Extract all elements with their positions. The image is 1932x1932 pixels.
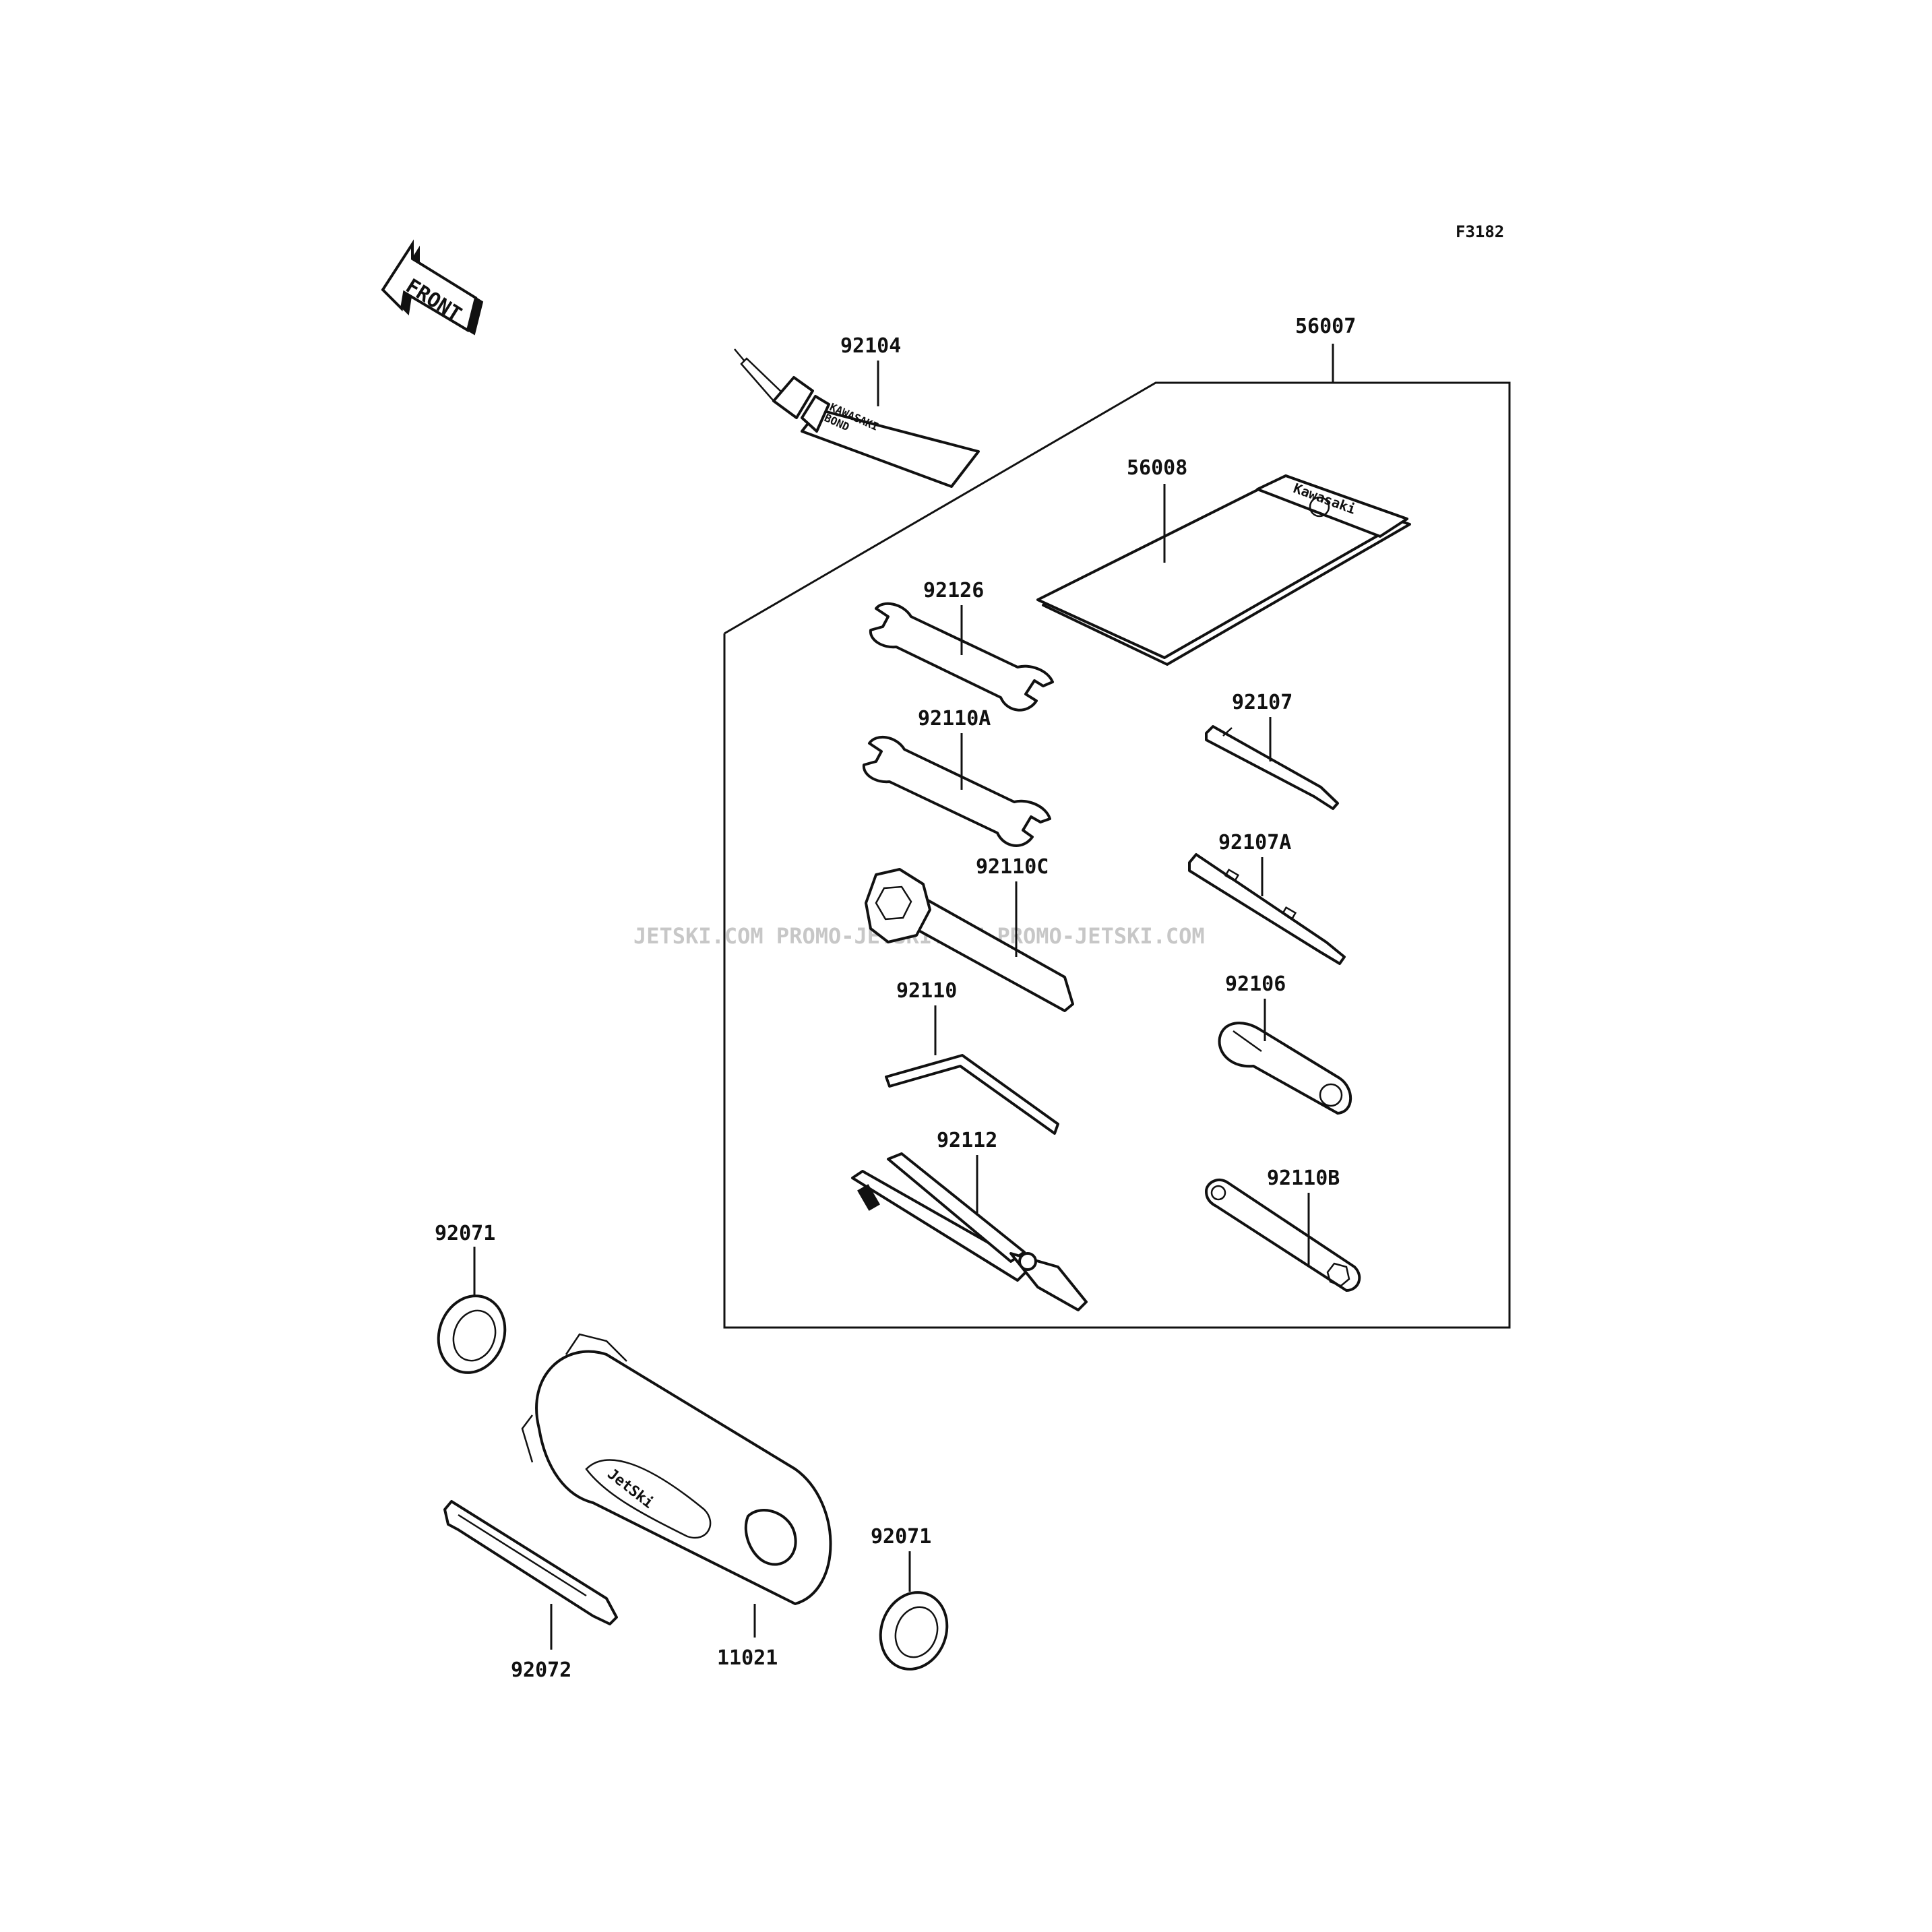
part-label-11021: 11021 [717, 1646, 778, 1670]
part-label-92072: 92072 [511, 1658, 571, 1682]
figure-code: F3182 [1456, 222, 1504, 241]
part-label-56007: 56007 [1295, 315, 1356, 338]
part-label-92110: 92110 [896, 979, 957, 1003]
part-label-92112: 92112 [937, 1129, 997, 1152]
box-wrench-92110c-part [865, 868, 1074, 1012]
wrench-92126-part [869, 602, 1054, 712]
tool-kit-outline [723, 344, 1511, 1329]
part-label-92107: 92107 [1232, 691, 1292, 714]
pliers-92112-part [851, 1152, 1088, 1311]
part-label-92106: 92106 [1225, 972, 1286, 996]
part-label-92107a: 92107A [1218, 831, 1291, 854]
part-label-92071-lower: 92071 [871, 1525, 931, 1549]
screwdriver-bit-92107a-part [1188, 853, 1346, 965]
seal-ring-upper-part [437, 1247, 507, 1374]
socket-tube-92110b-part [1205, 1178, 1361, 1292]
screwdriver-bit-92107-part [1205, 717, 1339, 810]
strap-92072-part [443, 1500, 618, 1650]
part-label-56008: 56008 [1127, 456, 1187, 480]
manual-pouch-part: Kawasaki [1036, 474, 1411, 666]
part-label-92104: 92104 [840, 334, 901, 358]
part-label-92110a: 92110A [918, 707, 991, 730]
part-label-92110c: 92110C [976, 855, 1049, 879]
front-arrow-icon: FRONT [381, 239, 484, 336]
hex-key-92110-part [885, 1005, 1059, 1135]
part-label-92110b: 92110B [1267, 1166, 1340, 1190]
wrench-92110a-part [862, 733, 1051, 847]
seal-ring-lower-part [879, 1551, 949, 1671]
tool-case-11021-part: JetSki [521, 1333, 832, 1638]
part-label-92071-upper: 92071 [435, 1222, 495, 1245]
bond-tube-part: KAWASAKI BOND [734, 348, 980, 488]
part-label-92126: 92126 [923, 579, 984, 602]
socket-handle-92106-part [1218, 999, 1352, 1115]
